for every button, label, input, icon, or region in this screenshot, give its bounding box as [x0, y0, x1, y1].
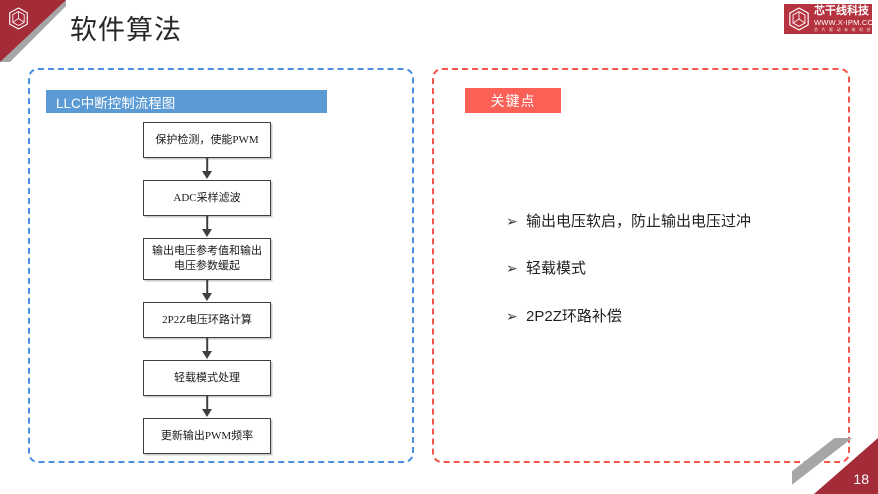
brand-text-block: 芯干线科技 WWW.X-IPM.COM 芯 片 驱 动 未 来 科 技	[814, 6, 878, 32]
brand-url: WWW.X-IPM.COM	[814, 18, 878, 27]
arrow-head-icon	[202, 229, 212, 237]
arrow-head-icon	[202, 409, 212, 417]
arrow-head-icon	[202, 293, 212, 301]
top-left-corner-decoration	[0, 0, 66, 62]
arrow-head-icon	[202, 171, 212, 179]
flow-connector-3	[143, 280, 271, 302]
list-item-label: 轻载模式	[526, 260, 587, 278]
connector-stem	[206, 280, 208, 295]
flow-step-3: 输出电压参考值和输出电压参数缓起	[143, 238, 271, 280]
corner-red-wedge	[0, 0, 66, 62]
page-number: 18	[853, 471, 869, 487]
flow-connector-4	[143, 338, 271, 360]
key-points-panel-header: 关键点	[465, 88, 561, 113]
flow-step-6: 更新输出PWM频率	[143, 418, 271, 454]
flow-connector-1	[143, 158, 271, 180]
flow-connector-5	[143, 396, 271, 418]
list-item-label: 2P2Z环路补偿	[526, 307, 622, 325]
connector-stem	[206, 338, 208, 353]
list-item: ➢ 轻载模式	[506, 259, 836, 279]
key-points-panel: 关键点 ➢ 输出电压软启，防止输出电压过冲 ➢ 轻载模式 ➢ 2P2Z环路补偿	[432, 68, 850, 463]
flow-step-1: 保护检测，使能PWM	[143, 122, 271, 158]
flow-connector-2	[143, 216, 271, 238]
brand-hexagon-icon	[789, 7, 809, 31]
company-hexagon-logo-icon	[9, 7, 28, 30]
page-title: 软件算法	[70, 15, 182, 45]
flow-step-5: 轻载模式处理	[143, 360, 271, 396]
brand-logo: 芯干线科技 WWW.X-IPM.COM 芯 片 驱 动 未 来 科 技	[784, 4, 878, 34]
list-item: ➢ 2P2Z环路补偿	[506, 307, 836, 327]
bullet-arrow-icon: ➢	[506, 307, 518, 324]
flowchart: 保护检测，使能PWM ADC采样滤波 输出电压参考值和输出电压参数缓起 2P2Z…	[143, 122, 303, 454]
arrow-head-icon	[202, 351, 212, 359]
key-points-list: ➢ 输出电压软启，防止输出电压过冲 ➢ 轻载模式 ➢ 2P2Z环路补偿	[506, 212, 836, 327]
flow-step-4: 2P2Z电压环路计算	[143, 302, 271, 338]
flowchart-panel: LLC中断控制流程图 保护检测，使能PWM ADC采样滤波 输出电压参考值和输出…	[28, 68, 414, 463]
flow-step-2: ADC采样滤波	[143, 180, 271, 216]
brand-name: 芯干线科技	[814, 5, 869, 17]
bullet-arrow-icon: ➢	[506, 213, 518, 229]
corner-gray-stripe	[0, 0, 66, 62]
brand-subtitle: 芯 片 驱 动 未 来 科 技	[814, 27, 872, 32]
connector-stem	[206, 396, 208, 411]
list-item-label: 输出电压软启，防止输出电压过冲	[526, 213, 752, 230]
connector-stem	[206, 158, 208, 173]
connector-stem	[206, 216, 208, 231]
bullet-arrow-icon: ➢	[506, 260, 518, 277]
flowchart-panel-header: LLC中断控制流程图	[46, 90, 327, 113]
list-item: ➢ 输出电压软启，防止输出电压过冲	[506, 212, 836, 232]
